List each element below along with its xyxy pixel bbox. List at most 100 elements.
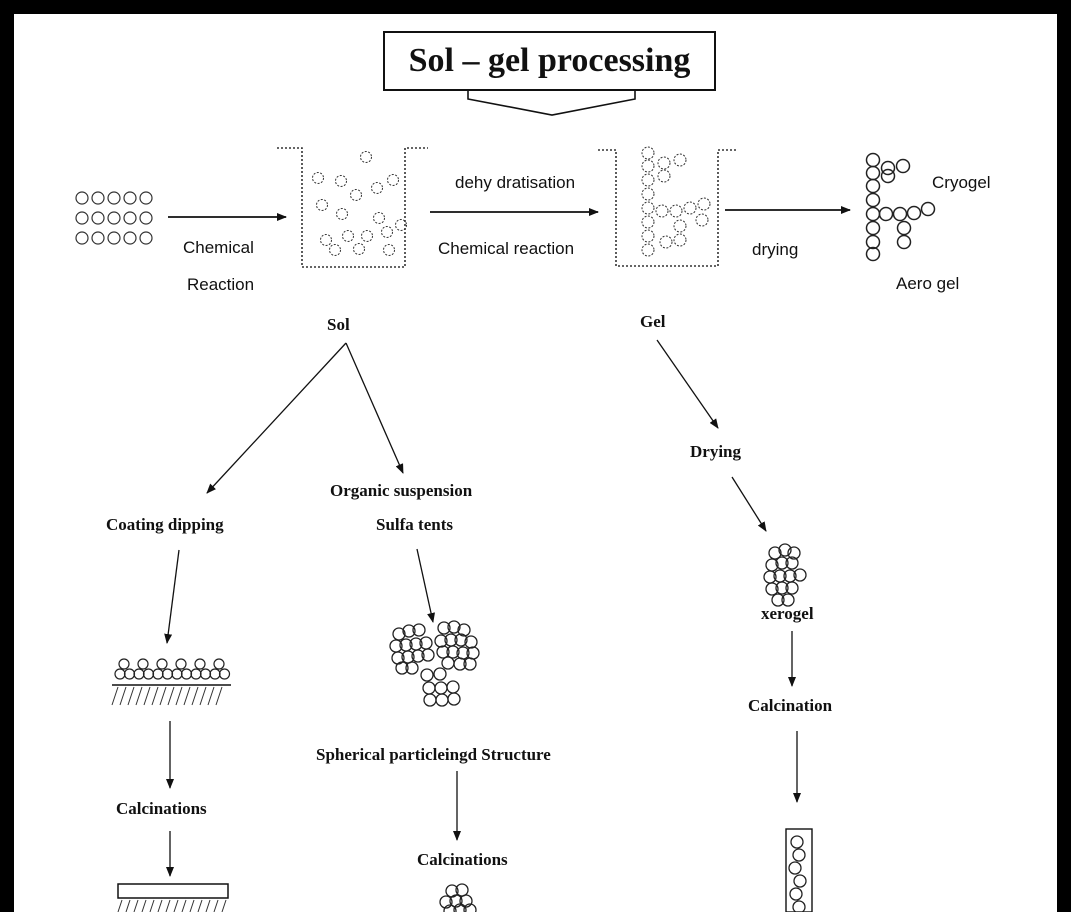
gel-particle: [673, 153, 687, 167]
arrow-coating-film: [164, 549, 180, 644]
label-sulfa-tents: Sulfa tents: [376, 515, 453, 534]
sphere-particle: [423, 693, 437, 707]
xerogel-particle: [771, 593, 785, 607]
label-drying-small: drying: [752, 240, 799, 259]
sphere-particle: [435, 693, 449, 707]
gel-particle: [641, 215, 655, 229]
calcined-substrate-hatch: [117, 899, 227, 912]
gel-particle: [683, 201, 697, 215]
arrow-organic-spheres: [416, 548, 435, 623]
cryogel-particle: [878, 206, 894, 222]
monomer-particle: [107, 231, 121, 245]
cryogel-particle: [865, 152, 881, 168]
sphere-particle: [411, 649, 425, 663]
gel-particle: [641, 159, 655, 173]
film-particle: [123, 668, 136, 680]
sphere-particle: [453, 657, 467, 671]
column-particles: [788, 835, 807, 912]
sol-particle: [371, 182, 383, 194]
hatch-line: [207, 686, 215, 706]
xerogel-particle: [785, 556, 799, 570]
hatch-line: [133, 899, 139, 912]
hatch-line: [119, 686, 127, 706]
monomer-particle: [75, 211, 89, 225]
xerogel-cluster: [763, 543, 807, 607]
hatch-line: [151, 686, 159, 706]
sphere-particle: [441, 656, 455, 670]
gel-particle: [657, 156, 671, 170]
cryogel-particle: [896, 220, 912, 236]
cryogel-particle: [906, 205, 922, 221]
cryogel-particle: [865, 220, 881, 236]
gel-container: [598, 149, 738, 267]
label-chemical-reaction: Chemical reaction: [438, 239, 575, 258]
label-cryogel: Cryogel: [932, 173, 991, 192]
xerogel-particle: [775, 556, 789, 570]
monomer-particle: [107, 191, 121, 205]
cryogel-particle: [865, 206, 881, 222]
sol-particle: [387, 174, 399, 186]
cryogel-particle: [865, 234, 881, 250]
cryogel-particle: [865, 165, 881, 181]
hatch-line: [111, 686, 119, 706]
sphere-particle: [446, 680, 460, 694]
sphere-particle: [395, 661, 409, 675]
cryogel-particle: [865, 192, 881, 208]
monomer-particle: [107, 211, 121, 225]
cryogel-particle: [920, 201, 936, 217]
monomer-particle: [139, 191, 153, 205]
monomer-particle: [91, 191, 105, 205]
film-particle: [209, 668, 221, 680]
sphere-particle: [463, 903, 477, 912]
sol-container: [277, 147, 428, 268]
hatch-line: [159, 686, 167, 706]
cryogel-particle: [896, 234, 912, 250]
label-organic-suspension: Organic suspension: [330, 481, 473, 500]
column-particle: [793, 874, 807, 888]
label-reaction: Reaction: [187, 275, 255, 294]
film-particle: [175, 658, 187, 670]
gel-particle: [641, 243, 655, 257]
hatch-line: [215, 686, 223, 706]
sphere-particle: [459, 894, 473, 908]
sphere-particle: [405, 661, 419, 675]
cryogel-particle: [880, 168, 896, 184]
cryogel-particle: [892, 206, 908, 222]
sphere-particle: [433, 667, 447, 681]
cryogel-particle: [865, 178, 881, 194]
column-particle: [792, 848, 806, 862]
film-particle: [218, 668, 231, 680]
sphere-particle: [453, 903, 467, 912]
hatch-line: [149, 899, 155, 912]
hatch-line: [191, 686, 199, 706]
sphere-particle: [443, 904, 457, 912]
monomer-particle: [75, 191, 89, 205]
hatch-line: [117, 899, 123, 912]
label-calcinations-mid: Calcinations: [417, 850, 508, 869]
sphere-particle: [402, 624, 416, 638]
gel-particle: [657, 169, 671, 183]
xerogel-particle: [785, 581, 799, 595]
sol-particle: [316, 199, 328, 211]
label-gel: Gel: [640, 312, 666, 331]
gel-particle: [673, 219, 687, 233]
xerogel-particle: [775, 581, 789, 595]
hatch-line: [141, 899, 147, 912]
hatch-line: [205, 899, 211, 912]
sol-particle: [350, 189, 362, 201]
sphere-particle: [454, 633, 468, 647]
film-particle: [133, 668, 145, 680]
gel-particle: [641, 146, 655, 160]
gel-particle: [655, 204, 669, 218]
monomer-particle: [91, 211, 105, 225]
monomer-particle: [123, 211, 137, 225]
hatch-line: [221, 899, 227, 912]
sphere-particle: [439, 895, 453, 909]
arrow-drying-xerogel: [731, 476, 767, 532]
sol-particle: [336, 208, 348, 220]
monomer-particle: [123, 191, 137, 205]
gel-particle: [697, 197, 711, 211]
label-aerogel: Aero gel: [896, 274, 960, 293]
xerogel-particle: [781, 593, 795, 607]
